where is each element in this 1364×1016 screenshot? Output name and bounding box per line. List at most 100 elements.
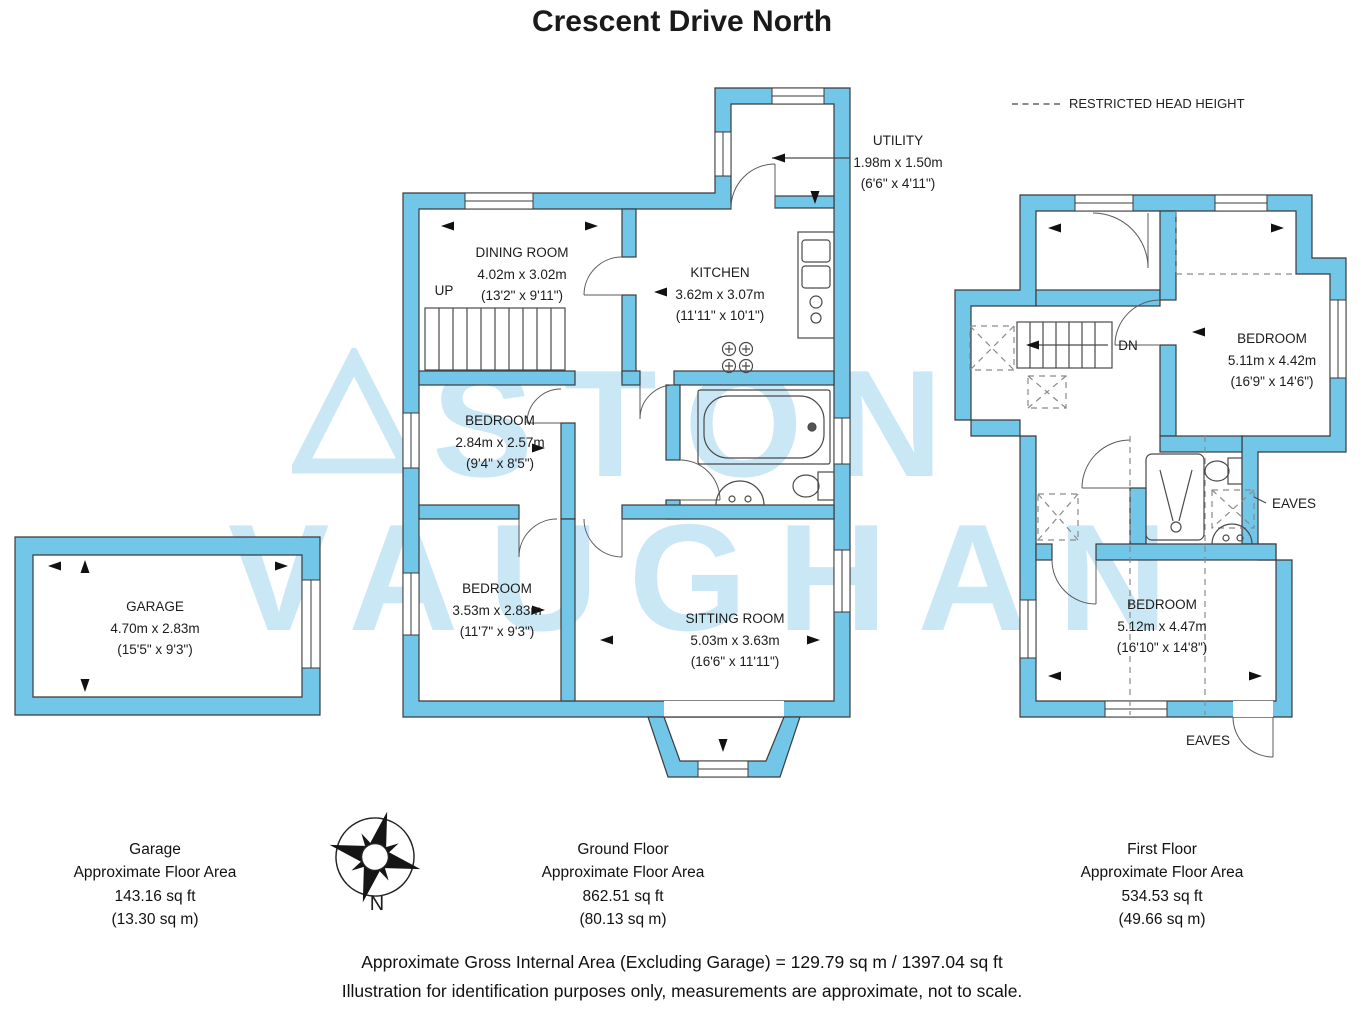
dimension-arrow: [600, 635, 613, 645]
bay-opening: [664, 701, 784, 717]
window: [1329, 299, 1347, 379]
legend-restricted-head-height: RESTRICTED HEAD HEIGHT: [1012, 96, 1245, 111]
wall-segment: [621, 208, 637, 258]
eaves-storage-boxes: [969, 325, 1255, 541]
stairs-direction-arrow: [1026, 340, 1039, 350]
sink: [1211, 523, 1253, 545]
room-imperial: (11'7" x 9'3"): [459, 624, 535, 640]
room-imperial: (16'9" x 14'6"): [1230, 374, 1314, 390]
room-label-bedroom-2: BEDROOM 3.53m x 2.83m (11'7" x 9'3"): [452, 578, 541, 643]
caption-line: Approximate Floor Area: [73, 864, 237, 882]
first-floor-doors: [1051, 212, 1274, 758]
room-label-ff-bedroom-2: BEDROOM 5.12m x 4.47m (16'10" x 14'8"): [1117, 594, 1208, 659]
door-arc: [679, 459, 721, 501]
wall-segment: [560, 518, 576, 702]
wall-segment: [1159, 344, 1177, 437]
room-name: BEDROOM: [1127, 597, 1197, 612]
exterior-door-opening: [1233, 701, 1273, 717]
eaves-storage-box: [969, 325, 1015, 371]
door-arc: [730, 163, 776, 209]
dimension-arrow: [532, 443, 545, 453]
caption-line: (49.66 sq m): [1118, 910, 1206, 928]
caption-line: (80.13 sq m): [579, 910, 667, 928]
hob: [721, 341, 754, 374]
first-floor-windows: [1019, 194, 1347, 718]
oven: [801, 239, 831, 263]
door-arc: [639, 384, 675, 420]
dimension-arrow: [275, 561, 288, 571]
wall-segment: [1035, 543, 1053, 561]
dimension-arrow: [1048, 671, 1061, 681]
eaves-label-1: EAVES: [1271, 496, 1317, 511]
wall-segment: [418, 504, 520, 520]
window: [1104, 700, 1168, 718]
dimension-arrow: [441, 221, 454, 231]
oven: [801, 265, 831, 289]
dimension-arrow: [585, 221, 598, 231]
garage-walls: [14, 536, 321, 716]
room-imperial: (15'5" x 9'3"): [117, 642, 193, 658]
stairs-down-label: DN: [1118, 338, 1138, 353]
door-arc: [583, 256, 623, 296]
dimension-arrow: [1192, 327, 1205, 337]
ground-floor-plan: [402, 87, 851, 778]
window: [833, 417, 851, 465]
wall-segment: [1129, 487, 1147, 545]
wall-segment: [1159, 210, 1177, 301]
shower-room-fixtures: [1145, 453, 1267, 545]
door-arc: [1092, 212, 1149, 269]
dimension-arrow: [80, 679, 90, 692]
room-label-sitting-room: SITTING ROOM 5.03m x 3.63m (16'6" x 11'1…: [686, 608, 785, 673]
eaves-leader-line: [1253, 496, 1267, 504]
garage-caption: Garage Approximate Floor Area 143.16 sq …: [74, 838, 237, 931]
toilet: [792, 471, 835, 501]
compass-center: [360, 842, 390, 872]
room-imperial: (16'10" x 14'8"): [1116, 640, 1208, 656]
window: [771, 87, 825, 105]
caption-line: Ground Floor: [577, 841, 669, 858]
room-imperial: (16'6" x 11'11"): [690, 654, 780, 670]
kitchen-counter: [797, 231, 835, 339]
room-metric: 5.03m x 3.63m: [690, 632, 780, 648]
compass-rose: [329, 811, 421, 903]
stairs-down: [1016, 321, 1113, 369]
room-imperial: (9'4" x 8'5"): [465, 456, 535, 472]
dimension-arrow: [807, 635, 820, 645]
caption-line: First Floor: [1127, 841, 1197, 858]
dimension-arrow: [718, 739, 728, 752]
wall-segment: [621, 370, 641, 386]
window: [402, 572, 420, 636]
room-name: BEDROOM: [1237, 331, 1307, 346]
ground-floor-windows: [402, 87, 851, 778]
first-floor-plan: [954, 194, 1347, 758]
door-arc: [518, 518, 558, 558]
wall-segment: [621, 294, 637, 378]
room-label-bedroom-1: BEDROOM 2.84m x 2.57m (9'4" x 8'5"): [455, 410, 544, 475]
room-name: DINING ROOM: [475, 245, 569, 260]
page-title: Crescent Drive North: [531, 5, 833, 38]
legend-label: RESTRICTED HEAD HEIGHT: [1069, 96, 1245, 111]
door-arc: [1081, 439, 1131, 489]
door-arc: [1114, 299, 1161, 346]
eaves-label-2: EAVES: [1185, 733, 1231, 748]
dimension-arrow: [48, 561, 61, 571]
footer-gross-area: Approximate Gross Internal Area (Excludi…: [361, 952, 1003, 972]
room-label-utility: UTILITY 1.98m x 1.50m (6'6" x 4'11"): [853, 130, 942, 195]
sink-bowl: [810, 312, 822, 324]
room-label-ff-bedroom-1: BEDROOM 5.11m x 4.42m (16'9" x 14'6"): [1228, 328, 1316, 393]
window: [464, 192, 534, 210]
room-metric: 4.70m x 2.83m: [110, 620, 200, 636]
room-imperial: (6'6" x 4'11"): [860, 176, 936, 192]
wall-segment: [665, 384, 681, 461]
first-floor-interior-walls: [1035, 210, 1277, 561]
caption-line: 143.16 sq ft: [114, 887, 196, 905]
window: [833, 549, 851, 613]
stairs-up: [424, 307, 566, 371]
caption-line: Approximate Floor Area: [1080, 864, 1244, 882]
window: [714, 131, 732, 177]
dimension-arrow: [532, 605, 545, 615]
toilet: [1204, 457, 1243, 485]
dimension-arrows: [1048, 223, 1284, 681]
